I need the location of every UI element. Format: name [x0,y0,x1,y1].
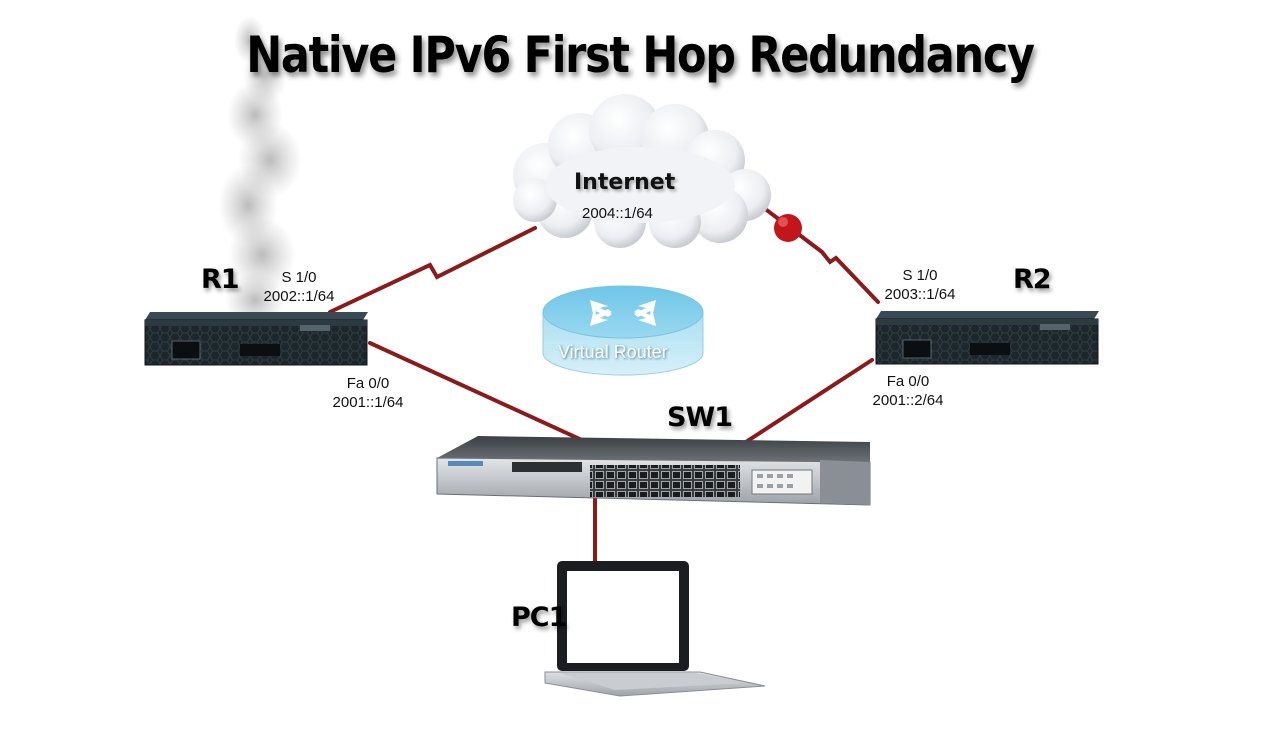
laptop-pc1-icon [544,561,766,697]
virtual-router-label: Virtual Router [558,342,668,362]
internet-label: Internet [574,170,676,195]
r2-fa-addr: 2001::2/64 [872,392,944,409]
r2-fa-if: Fa 0/0 [886,373,930,390]
internet-address: 2004::1/64 [582,205,653,222]
link-internet-r2 [758,203,880,304]
link-failure-dot [774,214,802,242]
sw1-label: SW1 [667,402,733,433]
diagram-title: Native IPv6 First Hop Redundancy [246,26,1035,84]
link-r1-internet [328,226,537,314]
links [328,203,880,570]
r1-serial-if: S 1/0 [281,269,317,286]
router-r2-icon [875,311,1099,365]
switch-sw1-icon [436,436,871,506]
r1-label: R1 [201,264,240,295]
router-r1-icon [144,312,368,366]
internet-cloud-icon [513,94,771,248]
r1-serial-interface: S 1/0 2002::1/64 [255,268,343,306]
virtual-router-icon [542,285,704,376]
r1-fa-if: Fa 0/0 [346,375,390,392]
r2-serial-interface: S 1/0 2003::1/64 [876,266,964,304]
r2-serial-addr: 2003::1/64 [884,286,956,303]
r2-label: R2 [1013,264,1052,295]
r1-fa-addr: 2001::1/64 [332,394,404,411]
r1-fa-interface: Fa 0/0 2001::1/64 [324,374,412,412]
r2-fa-interface: Fa 0/0 2001::2/64 [864,372,952,410]
r2-serial-if: S 1/0 [902,267,938,284]
r1-serial-addr: 2002::1/64 [263,288,335,305]
pc1-label: PC1 [511,602,567,633]
